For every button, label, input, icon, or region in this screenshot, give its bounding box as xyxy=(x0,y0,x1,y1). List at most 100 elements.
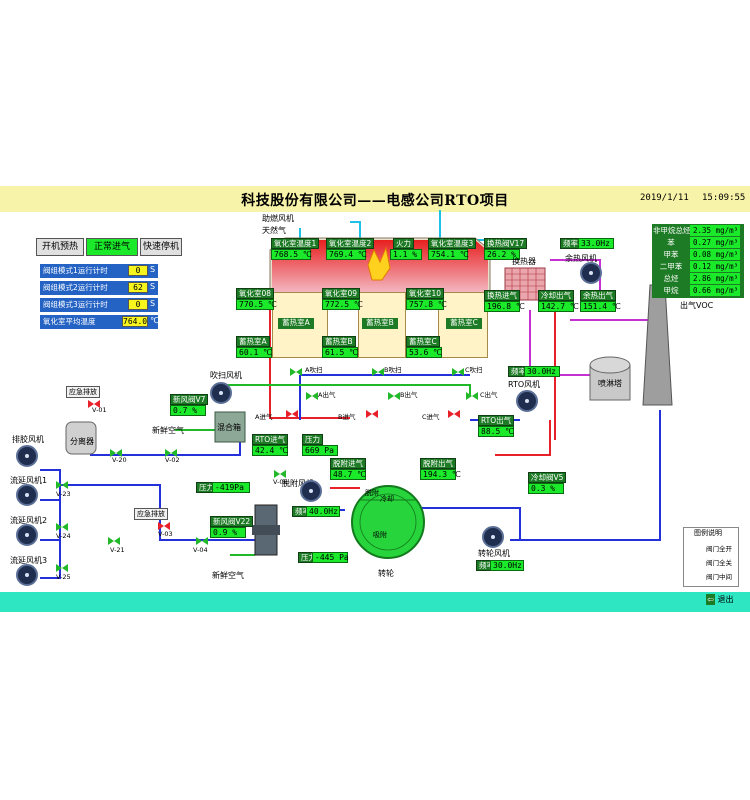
cool-out-value: 142.7 ℃ xyxy=(538,301,579,312)
wheel-fan-icon[interactable] xyxy=(482,526,504,548)
regen-b-tag: 蓄热室B xyxy=(322,336,356,347)
legend-mid: 阀门中间 xyxy=(706,573,732,581)
desorb-freq-value: 40.0Hz xyxy=(306,506,340,517)
c-blow-label: C吹扫 xyxy=(465,366,483,374)
wheel-desorb-label: 脱附 xyxy=(365,489,379,497)
fresh-air-label: 新鲜空气 xyxy=(152,426,184,435)
blower-fan-label: 吹扫风机 xyxy=(210,371,242,380)
run-row-unit: S xyxy=(150,282,156,291)
rto-fan-icon[interactable] xyxy=(516,390,538,412)
rto-fan-label: RTO风机 xyxy=(508,380,541,389)
wheel-cool-label: 冷却 xyxy=(380,495,394,503)
ox-temp-2-tag: 氧化室温度2 xyxy=(326,238,375,249)
desorb-in-value: 48.7 ℃ xyxy=(330,469,366,480)
cast-fan-3-icon[interactable] xyxy=(16,564,38,586)
voc-number: 0.08 xyxy=(693,250,712,259)
exit-icon: ⇦ xyxy=(706,594,715,605)
preheat-button[interactable]: 开机预热 xyxy=(36,238,84,256)
footer-bar xyxy=(0,592,750,612)
fire-value: 1.1 % xyxy=(390,249,422,260)
cast-fan-3-label: 流延风机3 xyxy=(10,556,48,565)
valve-v23-label: V-23 xyxy=(56,490,71,498)
fresh-valve-v7-tag: 新风阀V7 xyxy=(170,394,209,405)
exchange-in-tag: 换热进气 xyxy=(484,290,520,301)
voc-number: 0.66 xyxy=(693,286,712,295)
c-out-label: C出气 xyxy=(480,391,498,399)
rto-in-pressure-tag: 压力 xyxy=(302,434,323,445)
voc-number: 0.27 xyxy=(693,238,712,247)
exchange-valve-tag: 换热阀V17 xyxy=(484,238,528,249)
regen-c-tag: 蓄热室C xyxy=(406,336,440,347)
cool-valve-v5-value: 0.3 % xyxy=(528,483,564,494)
voc-value: 2.86 mg/m³ xyxy=(690,273,740,284)
b-in-label: B进气 xyxy=(338,413,356,421)
desorb-fan-icon[interactable] xyxy=(300,480,322,502)
voc-value: 2.35 mg/m³ xyxy=(690,225,740,236)
cast-fan-1-label: 流延风机1 xyxy=(10,476,48,485)
rto-out-value: 88.5 ℃ xyxy=(478,426,514,437)
desorb-out-tag: 脱附出气 xyxy=(420,458,456,469)
voc-unit: mg/m³ xyxy=(715,286,739,295)
emergency-exhaust-2-button[interactable]: 应急排放 xyxy=(134,508,168,520)
separator-label: 分离器 xyxy=(70,437,94,446)
legend-closed: 阀门全关 xyxy=(706,559,732,567)
ox-zone-10-value: 757.8 ℃ xyxy=(406,299,447,310)
exit-button[interactable]: ⇦ 退出 xyxy=(706,594,746,610)
voc-value: 0.08 mg/m³ xyxy=(690,249,740,260)
run-row-value: 0 xyxy=(128,265,148,276)
run-row-value: 0 xyxy=(128,299,148,310)
exit-label: 退出 xyxy=(717,595,734,604)
c-in-label: C进气 xyxy=(422,413,440,421)
cool-valve-v5-tag: 冷却阀V5 xyxy=(528,472,567,483)
title-bar: 科技股份有限公司——电感公司RTO项目 2019/1/11 15:09:55 xyxy=(0,186,750,212)
run-row-label: 阀组模式1运行计时 xyxy=(43,266,108,275)
cast-fan-1-icon[interactable] xyxy=(16,484,38,506)
spray-tower-label: 喷淋塔 xyxy=(598,379,622,388)
voc-name: 非甲烷总烃 xyxy=(653,225,691,236)
chamber-b-label: 蓄热室B xyxy=(362,318,398,329)
waste-fan-freq-value: 33.0Hz xyxy=(578,238,614,249)
voc-value: 0.66 mg/m³ xyxy=(690,285,740,296)
time-display: 15:09:55 xyxy=(702,193,746,203)
voc-name: 甲烷 xyxy=(653,285,689,296)
emergency-exhaust-1-button[interactable]: 应急排放 xyxy=(66,386,100,398)
cool-out-tag: 冷却出气 xyxy=(538,290,574,301)
wheel-label: 转轮 xyxy=(378,569,394,578)
ox-zone-08-tag: 氧化室08 xyxy=(236,288,275,299)
fresh-air-2-label: 新鲜空气 xyxy=(212,571,244,580)
legend-title: 图例说明 xyxy=(694,529,722,537)
desorb-fan-label: 脱附风机 xyxy=(282,479,314,488)
a-blow-label: A吹扫 xyxy=(305,366,323,374)
waste-heat-fan-icon[interactable] xyxy=(580,262,602,284)
fast-stop-button[interactable]: 快速停机 xyxy=(140,238,182,256)
waste-out-tag: 余热出气 xyxy=(580,290,616,301)
valve-v03-label: V-03 xyxy=(158,530,173,538)
valve-v04-label: V-04 xyxy=(193,546,208,554)
valve-v01-label: V-01 xyxy=(92,406,107,414)
valve-v25-label: V-25 xyxy=(56,573,71,581)
voc-number: 2.35 xyxy=(693,226,712,235)
cast-fan-2-label: 流延风机2 xyxy=(10,516,48,525)
voc-name: 总烃 xyxy=(653,273,689,284)
voc-unit: mg/m³ xyxy=(715,250,739,259)
voc-value: 0.27 mg/m³ xyxy=(690,237,740,248)
fire-tag: 火力 xyxy=(393,238,414,249)
ox-zone-08-value: 770.5 ℃ xyxy=(236,299,277,310)
valve-v21-label: V-21 xyxy=(110,546,125,554)
ox-temp-3-value: 754.1 ℃ xyxy=(428,249,469,260)
cast-fan-2-icon[interactable] xyxy=(16,524,38,546)
normal-intake-button[interactable]: 正常进气 xyxy=(86,238,138,256)
blower-fan-icon[interactable] xyxy=(210,382,232,404)
exchange-valve-value: 26.2 % xyxy=(484,249,520,260)
voc-unit: mg/m³ xyxy=(715,238,739,247)
rto-in-pressure-value: 669 Pa xyxy=(302,445,338,456)
exhaust-fan-icon[interactable] xyxy=(16,445,38,467)
chamber-a-label: 蓄热室A xyxy=(278,318,314,329)
rto-in-tag: RTO进气 xyxy=(252,434,289,445)
run-row-label: 阀组模式2运行计时 xyxy=(43,283,108,292)
voc-name: 甲苯 xyxy=(653,249,689,260)
a-out-label: A出气 xyxy=(318,391,336,399)
voc-name: 二甲苯 xyxy=(653,261,689,272)
ox-zone-09-tag: 氧化室09 xyxy=(322,288,361,299)
